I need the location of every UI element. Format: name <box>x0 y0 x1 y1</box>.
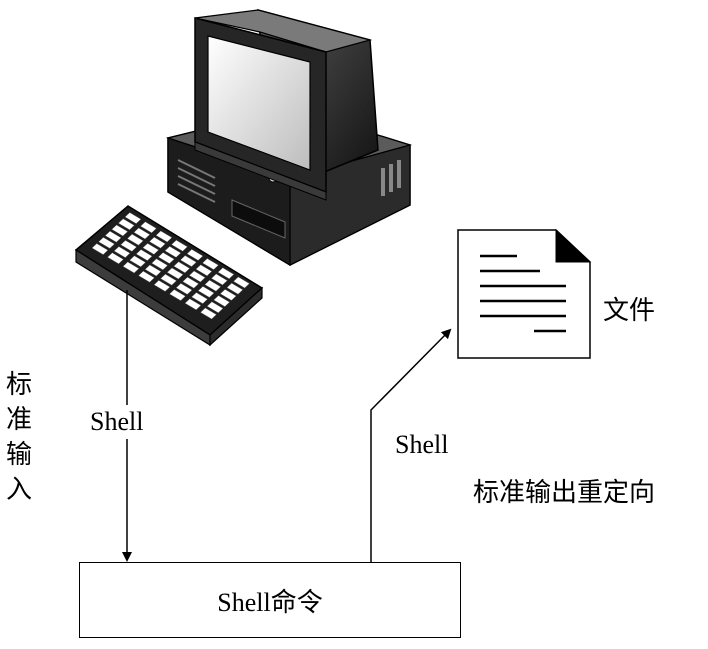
keyboard-key <box>140 221 157 234</box>
keyboard-key <box>191 292 208 304</box>
keyboard-key <box>210 273 228 286</box>
keyboard-key <box>120 240 138 252</box>
keyboard-key <box>219 289 237 301</box>
keyboard-key <box>186 249 204 261</box>
keyboard-icon <box>74 205 264 347</box>
keyboard-key <box>200 307 217 320</box>
shell-command-box: Shell命令 <box>79 562 461 638</box>
document-icon <box>457 228 592 359</box>
keyboard-key <box>197 286 215 298</box>
keyboard-key <box>111 224 129 237</box>
keyboard-key <box>204 279 222 292</box>
keyboard-key <box>184 298 202 311</box>
keyboard-key <box>153 280 171 292</box>
keyboard-key <box>122 261 140 274</box>
keyboard-key <box>164 246 182 258</box>
computer-icon <box>165 9 413 267</box>
keyboard-key <box>188 270 206 283</box>
stdin-label: 标准输入 <box>5 370 32 505</box>
keyboard-key <box>171 239 188 252</box>
shell-output-label: Shell <box>395 430 449 459</box>
keyboard-key <box>213 295 231 307</box>
keyboard-key <box>226 282 244 295</box>
keyboard-key <box>138 270 155 283</box>
shell-command-label: Shell命令 <box>217 587 323 617</box>
keyboard-key <box>113 246 131 258</box>
keyboard-key <box>173 261 191 274</box>
keyboard-key <box>98 237 115 249</box>
keyboard-key <box>107 252 124 265</box>
file-label: 文件 <box>603 296 656 326</box>
keyboard-key <box>202 258 219 270</box>
keyboard-key <box>148 236 166 249</box>
keyboard-key <box>133 227 151 240</box>
keyboard-key <box>104 230 122 243</box>
keyboard-key <box>151 258 169 271</box>
keyboard-key <box>157 252 175 264</box>
keyboard-key <box>126 233 144 246</box>
keyboard-key <box>160 273 177 286</box>
keyboard-key <box>195 264 213 277</box>
keyboard-key <box>129 255 146 268</box>
keyboard-key <box>142 243 160 255</box>
keyboard-key <box>91 243 109 255</box>
keyboard-key <box>217 267 235 280</box>
redirect-arrow <box>370 328 452 562</box>
shell-input-label: Shell <box>88 405 146 439</box>
keyboard-key <box>144 264 162 277</box>
keyboard-key <box>166 267 184 280</box>
keyboard-key <box>206 301 224 314</box>
keyboard-key <box>233 276 250 289</box>
keyboard-key <box>124 212 142 224</box>
keyboard-key <box>135 249 153 261</box>
keyboard-key <box>155 230 173 243</box>
keyboard-key <box>117 218 135 231</box>
keyboard-key <box>179 255 197 267</box>
redirect-label: 标准输出重定向 <box>473 478 656 508</box>
keyboard-key <box>175 283 193 295</box>
keyboard-key <box>182 276 200 289</box>
keyboard-key <box>169 289 186 301</box>
